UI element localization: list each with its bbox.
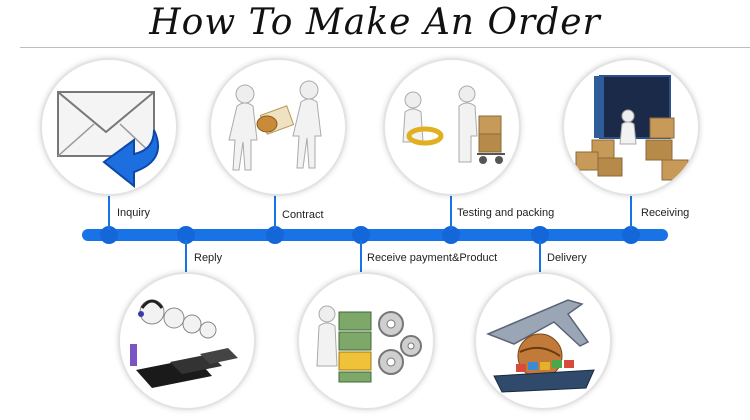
page-title: How To Make An Order (149, 2, 601, 43)
call-center-operators-icon (130, 299, 238, 388)
delivery-illustration (474, 272, 612, 410)
testing-illustration (383, 58, 521, 196)
airplane-ship-icon (486, 299, 595, 393)
stem-testing (450, 194, 452, 230)
step-label-payment: Receive payment&Product (367, 252, 498, 264)
step-label-testing: Testing and packing (457, 207, 555, 219)
inquiry-illustration (40, 58, 178, 196)
step-label-receiving: Receiving (641, 207, 690, 219)
envelope-reply-icon (57, 91, 159, 189)
step-label-reply: Reply (194, 252, 223, 264)
timeline-bar (82, 229, 668, 241)
step-label-delivery: Delivery (547, 252, 587, 264)
timeline-dot-payment (352, 226, 370, 244)
timeline-dot-testing (442, 226, 460, 244)
timeline-dot-delivery (531, 226, 549, 244)
stem-reply (185, 240, 187, 272)
contract-illustration (209, 58, 347, 196)
step-label-contract: Contract (282, 209, 324, 221)
receiving-illustration (562, 58, 700, 196)
reply-illustration (118, 272, 256, 410)
stem-inquiry (108, 194, 110, 230)
money-gears-icon (316, 305, 422, 383)
handshake-contract-icon (228, 80, 322, 171)
stem-receiving (630, 194, 632, 230)
timeline-dot-contract (266, 226, 284, 244)
step-label-inquiry: Inquiry (117, 207, 151, 219)
payment-illustration (297, 272, 435, 410)
title-divider (20, 47, 750, 48)
stem-contract (274, 194, 276, 230)
timeline-dot-receiving (622, 226, 640, 244)
ring-and-packing-icon (402, 85, 505, 164)
timeline-dot-inquiry (100, 226, 118, 244)
container-boxes-icon (575, 75, 689, 181)
stem-payment (360, 240, 362, 272)
stem-delivery (539, 240, 541, 272)
timeline-dot-reply (177, 226, 195, 244)
